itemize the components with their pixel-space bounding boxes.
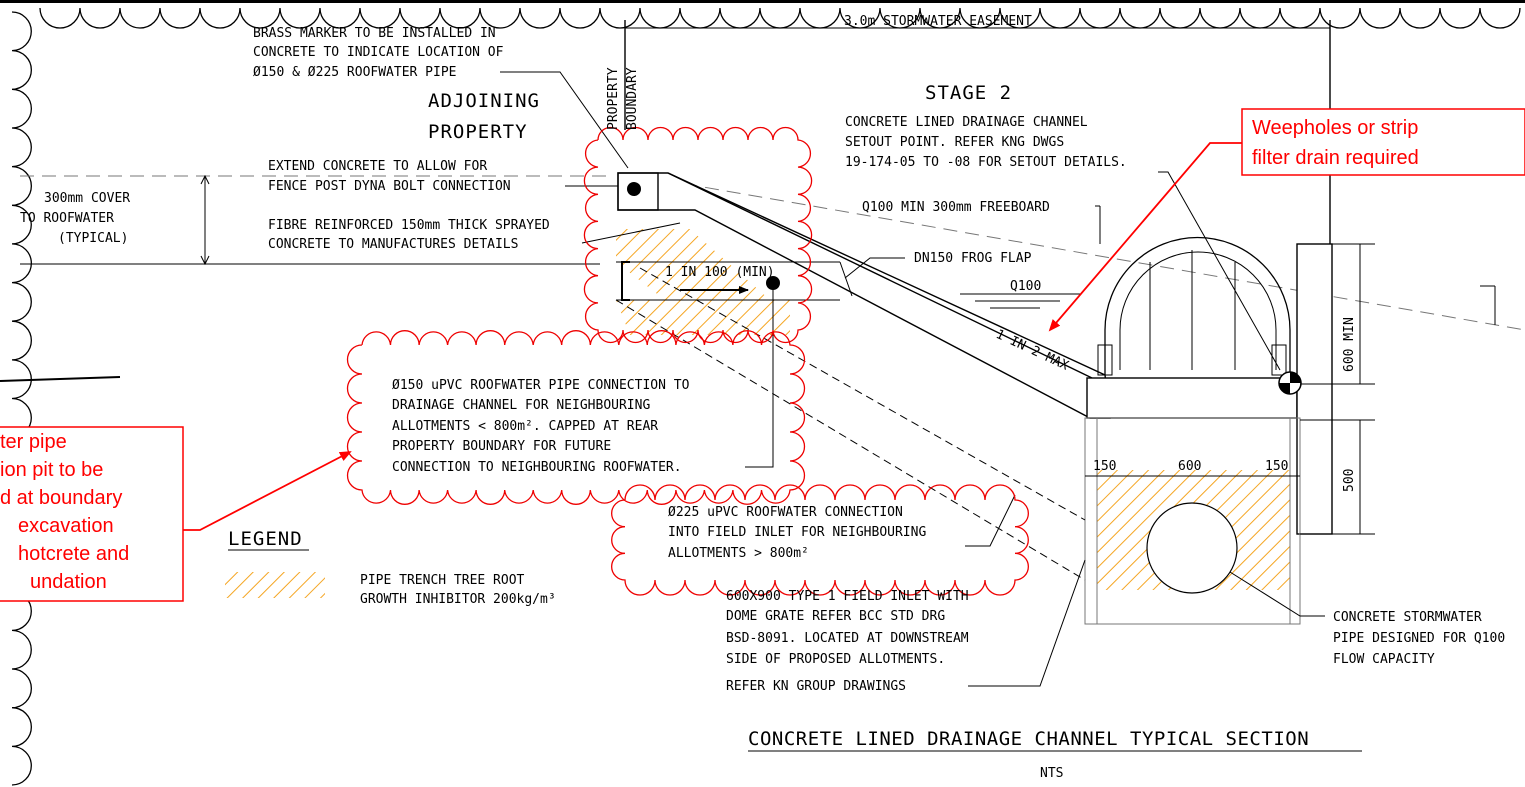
annotations: 3.0m STORMWATER EASEMENT BRASS MARKER TO… (20, 14, 1505, 694)
pipe225-line-2: INTO FIELD INLET FOR NEIGHBOURING (668, 525, 926, 540)
weepholes-callout: Weepholes or strip filter drain required (1048, 108, 1525, 332)
easement-label: 3.0m STORMWATER EASEMENT (844, 14, 1032, 29)
pipe150-line-3: ALLOTMENTS < 800m². CAPPED AT REAR (392, 419, 658, 434)
dim-depth-bottom: 500 (1342, 469, 1357, 492)
left-callout-line-1: ter pipe (0, 431, 67, 453)
pipe225-line-3: ALLOTMENTS > 800m² (668, 546, 809, 561)
pipe150-line-1: Ø150 uPVC ROOFWATER PIPE CONNECTION TO (392, 378, 690, 393)
stage-label: STAGE 2 (925, 82, 1012, 104)
pipe150-line-2: DRAINAGE CHANNEL FOR NEIGHBOURING (392, 398, 650, 413)
brass-marker-line-2: CONCRETE TO INDICATE LOCATION OF (253, 45, 504, 60)
freeboard-label: Q100 MIN 300mm FREEBOARD (862, 200, 1050, 215)
fibre-concrete-line-1: FIBRE REINFORCED 150mm THICK SPRAYED (268, 218, 550, 233)
dim-left: 150 (1093, 459, 1116, 474)
field-inlet-pit (1084, 417, 1301, 625)
legend-heading: LEGEND (228, 528, 303, 550)
pipe225-line-1: Ø225 uPVC ROOFWATER CONNECTION (668, 505, 903, 520)
fibre-concrete-line-2: CONCRETE TO MANUFACTURES DETAILS (268, 237, 518, 252)
stormwater-pipe-line-2: PIPE DESIGNED FOR Q100 (1333, 631, 1505, 646)
frog-flap-label: DN150 FROG FLAP (914, 251, 1032, 266)
left-callout-line-4: excavation (18, 515, 114, 537)
dim-right: 150 (1265, 459, 1288, 474)
dome-grate (1097, 236, 1291, 376)
field-inlet-line-2: DOME GRATE REFER BCC STD DRG (726, 609, 945, 624)
q100-label: Q100 (1010, 279, 1041, 294)
left-callout-line-2: ion pit to be (0, 459, 103, 481)
cover-line-2: TO ROOFWATER (20, 211, 114, 226)
pipe-trench-lines (615, 261, 1086, 581)
adjoining-label: ADJOINING (428, 90, 540, 112)
roofwater-pipe-150-end (766, 276, 780, 290)
boundary-label: BOUNDARY (625, 67, 640, 130)
stormwater-pipe-line-3: FLOW CAPACITY (1333, 652, 1435, 667)
pipe150-line-4: PROPERTY BOUNDARY FOR FUTURE (392, 439, 611, 454)
property-heading: PROPERTY (428, 121, 528, 143)
dimension-lines (20, 174, 1375, 535)
weepholes-line-1: Weepholes or strip (1252, 117, 1418, 139)
field-inlet-line-5: REFER KN GROUP DRAWINGS (726, 679, 906, 694)
brass-marker-line-3: Ø150 & Ø225 ROOFWATER PIPE (253, 65, 457, 80)
field-inlet-line-1: 600X900 TYPE 1 FIELD INLET WITH (726, 589, 969, 604)
top-border (0, 0, 1525, 3)
legend-item-line-1: PIPE TRENCH TREE ROOT (360, 573, 525, 588)
left-callout-line-6: undation (30, 571, 107, 593)
scale-note: NTS (1040, 766, 1063, 781)
existing-surface-line (639, 175, 1525, 331)
setout-line-2: SETOUT POINT. REFER KNG DWGS (845, 135, 1064, 150)
field-inlet-line-3: BSD-8091. LOCATED AT DOWNSTREAM (726, 631, 969, 646)
setout-point-icon (1278, 371, 1302, 395)
pipe150-line-5: CONNECTION TO NEIGHBOURING ROOFWATER. (392, 460, 682, 475)
property-label: PROPERTY (606, 67, 621, 130)
cover-line-1: 300mm COVER (44, 191, 130, 206)
left-callout: ter pipe ion pit to be d at boundary exc… (0, 426, 352, 602)
drawing-title: CONCRETE LINED DRAINAGE CHANNEL TYPICAL … (748, 728, 1309, 750)
leader-lines (0, 71, 1496, 687)
left-callout-line-3: d at boundary (0, 487, 122, 509)
brass-marker-line-1: BRASS MARKER TO BE INSTALLED IN (253, 26, 496, 41)
roofwater-pipe-150-marker (627, 182, 641, 196)
stormwater-pipe-line-1: CONCRETE STORMWATER (1333, 610, 1482, 625)
extend-concrete-line-1: EXTEND CONCRETE TO ALLOW FOR (268, 159, 487, 174)
field-inlet-line-4: SIDE OF PROPOSED ALLOTMENTS. (726, 652, 945, 667)
cover-line-3: (TYPICAL) (58, 231, 128, 246)
weepholes-line-2: filter drain required (1252, 147, 1419, 169)
dim-depth-top: 600 MIN (1342, 317, 1357, 372)
left-callout-line-5: hotcrete and (18, 543, 129, 565)
grade-pipe-label: 1 IN 100 (MIN) (665, 265, 775, 280)
inner-revision-clouds (346, 126, 1029, 596)
legend-item-line-2: GROWTH INHIBITOR 200kg/m³ (360, 592, 556, 607)
dim-middle: 600 (1178, 459, 1201, 474)
extend-concrete-line-2: FENCE POST DYNA BOLT CONNECTION (268, 179, 511, 194)
setout-line-3: 19-174-05 TO -08 FOR SETOUT DETAILS. (845, 155, 1127, 170)
legend: LEGEND PIPE TRENCH TREE ROOT GROWTH INHI… (225, 528, 556, 607)
setout-line-1: CONCRETE LINED DRAINAGE CHANNEL (845, 115, 1088, 130)
